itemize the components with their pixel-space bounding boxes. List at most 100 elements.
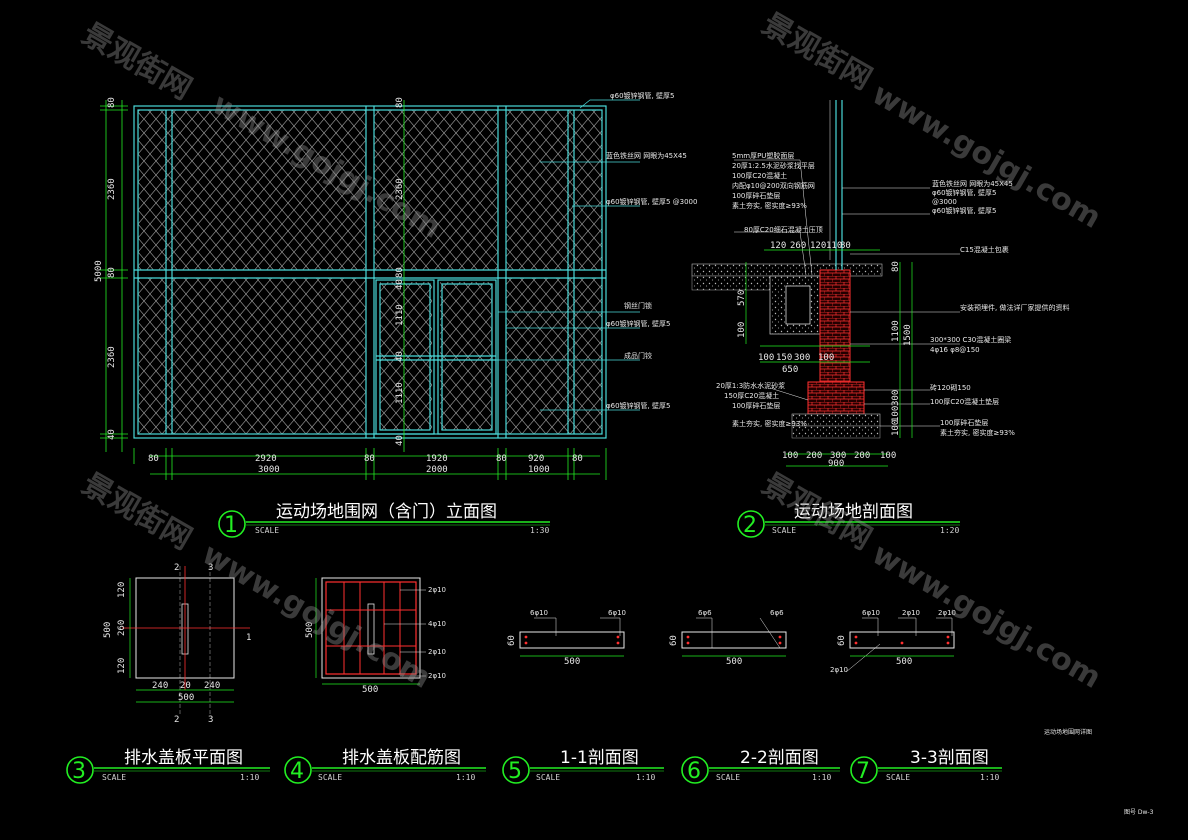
sec-vdim-7: 100 [891,420,901,436]
dim-m7: 40 [395,435,405,446]
sec7-label-2: 2φ10 [938,609,956,617]
section-2-2: 6φ6 6φ6 60 500 [669,609,787,667]
sec-tdim-1: 260 [790,241,806,251]
elev-note-1: 蓝色铁丝网 网眼为45X45 [606,151,687,160]
drawing-number-circle [681,756,709,784]
sec6-height: 60 [669,635,679,646]
drawing-number-circle [284,756,312,784]
drawing-number-circle [218,510,246,538]
scale-value: 1:10 [240,773,259,782]
sec-lnote-1: 20厚1:2.5水泥砂浆找平层 [732,161,815,170]
dim-m3: 40 [395,279,405,290]
fence-elevation: 80 2920 80 1920 80 920 80 3000 2000 1000… [94,91,697,480]
title-block-4: 4 排水盖板配筋图 SCALE 1:10 [284,748,486,784]
section-dim-lines [745,249,913,467]
drawing-number: 5 [508,759,522,784]
dim-l2: 80 [107,267,117,278]
dim-m5: 40 [395,351,405,362]
plan3-cut-1: 3 [208,563,213,573]
watermark-brand: 景观街网 [756,7,877,97]
sec-rnote-9: 100厚C20混凝土垫层 [930,397,999,406]
dim-b4: 80 [496,454,507,464]
sec-tdim-3: 110 [826,241,842,251]
sec-rnote-5: 安装预埋件, 做法详厂家提供的资料 [960,303,1069,312]
section-leaders [734,159,960,427]
plan4-rebar-0: 2φ10 [428,586,446,594]
sec5-width: 500 [564,657,580,667]
sec-tdim-0: 120 [770,241,786,251]
sec-bdim-1: 200 [806,451,822,461]
dim-l0: 80 [107,97,117,108]
title-block-6: 6 2-2剖面图 SCALE 1:10 [681,748,840,784]
scale-value: 1:10 [636,773,655,782]
sec7-label-0: 6φ10 [862,609,880,617]
sec-rnote-2: @3000 [932,198,957,206]
watermark-brand: 景观街网 [76,467,197,557]
drawing-title: 排水盖板平面图 [124,748,243,768]
sec-bdim-4: 100 [880,451,896,461]
sec-lonote-3: 素土夯实, 密实度≥93% [732,419,807,428]
plan4-rebar-3: 2φ10 [428,672,446,680]
sec-rnote-7: 4φ16 φ8@150 [930,346,980,354]
elev-note-2: φ60镀锌钢管, 壁厚5 @3000 [606,197,697,206]
section-3-3: 6φ10 2φ10 2φ10 2φ10 60 500 [830,609,956,674]
scale-label: SCALE [772,526,796,535]
sec-rnote-11: 素土夯实, 密实度≥93% [940,428,1015,437]
dim-b1: 2920 [255,454,277,464]
plan4-rebar-2: 2φ10 [428,648,446,656]
sec-lonote-2: 100厚碎石垫层 [732,401,780,410]
drawing-number: 4 [290,759,304,784]
elev-note-5: 成品门铰 [624,351,652,360]
dim-m2: 80 [395,267,405,278]
dim-t2: 1000 [528,465,550,475]
drawing-title: 排水盖板配筋图 [342,748,461,768]
dim-b2: 80 [364,454,375,464]
sec-tdim-2: 120 [810,241,826,251]
sec-lnote-3: 内配φ10@200双向钢筋网 [732,181,815,190]
plan3-h-2: 120 [117,658,127,674]
scale-value: 1:20 [940,526,959,535]
drawing-number: 3 [72,759,86,784]
sec-rnote-1: φ60镀锌钢管, 壁厚5 [932,188,996,197]
plan3-w-0: 240 [152,681,168,691]
sec-rnote-0: 蓝色铁丝网 网眼为45X45 [932,179,1013,188]
plan3-h-0: 120 [117,582,127,598]
drawing-title: 3-3剖面图 [910,748,989,768]
plan4-rebar-1: 4φ10 [428,620,446,628]
plan3-total-w: 500 [178,693,194,703]
plan3-total-h: 500 [103,622,113,638]
title-block-2: 2 运动场地剖面图 SCALE 1:20 [737,502,960,538]
title-block-1: 1 运动场地围网（含门）立面图 SCALE 1:30 [218,502,550,538]
dim-b3: 1920 [426,454,448,464]
sec-vdim-4: 1500 [903,324,913,346]
sec-lnote-2: 100厚C20混凝土 [732,171,787,180]
sec-vdim-5: 300 [891,390,901,406]
dim-m0: 80 [395,97,405,108]
plan3-w-1: 20 [180,681,191,691]
drawing-number: 7 [856,759,870,784]
sec5-label-1: 6φ10 [608,609,626,617]
sec5-height: 60 [507,635,517,646]
sec-btotal: 900 [828,459,844,469]
scale-value: 1:10 [812,773,831,782]
scale-label: SCALE [318,773,342,782]
scale-label: SCALE [255,526,279,535]
sec-rnote-8: 砖120砌150 [930,383,971,392]
sec7-label-3: 2φ10 [830,666,848,674]
plan4-total-w: 500 [362,685,378,695]
sec-vdim-3: 1100 [891,320,901,342]
dim-b6: 80 [572,454,583,464]
dim-t1: 2000 [426,465,448,475]
sec-vdim-0: 570 [737,290,747,306]
sec-tdim-4: 80 [840,241,851,251]
dim-l3: 2360 [107,346,117,368]
cover-rebar: 2φ10 4φ10 2φ10 2φ10 500 500 [305,577,446,695]
scale-label: SCALE [102,773,126,782]
drawing-number: 6 [687,759,701,784]
sec-lonote-1: 150厚C20混凝土 [724,391,779,400]
sec-lnote-4: 100厚碎石垫层 [732,191,780,200]
sec-rnote-4: C15混凝土包裹 [960,245,1009,254]
sec-lnote-5: 素土夯实, 密实度≥93% [732,201,807,210]
drawing-number-circle [737,510,765,538]
